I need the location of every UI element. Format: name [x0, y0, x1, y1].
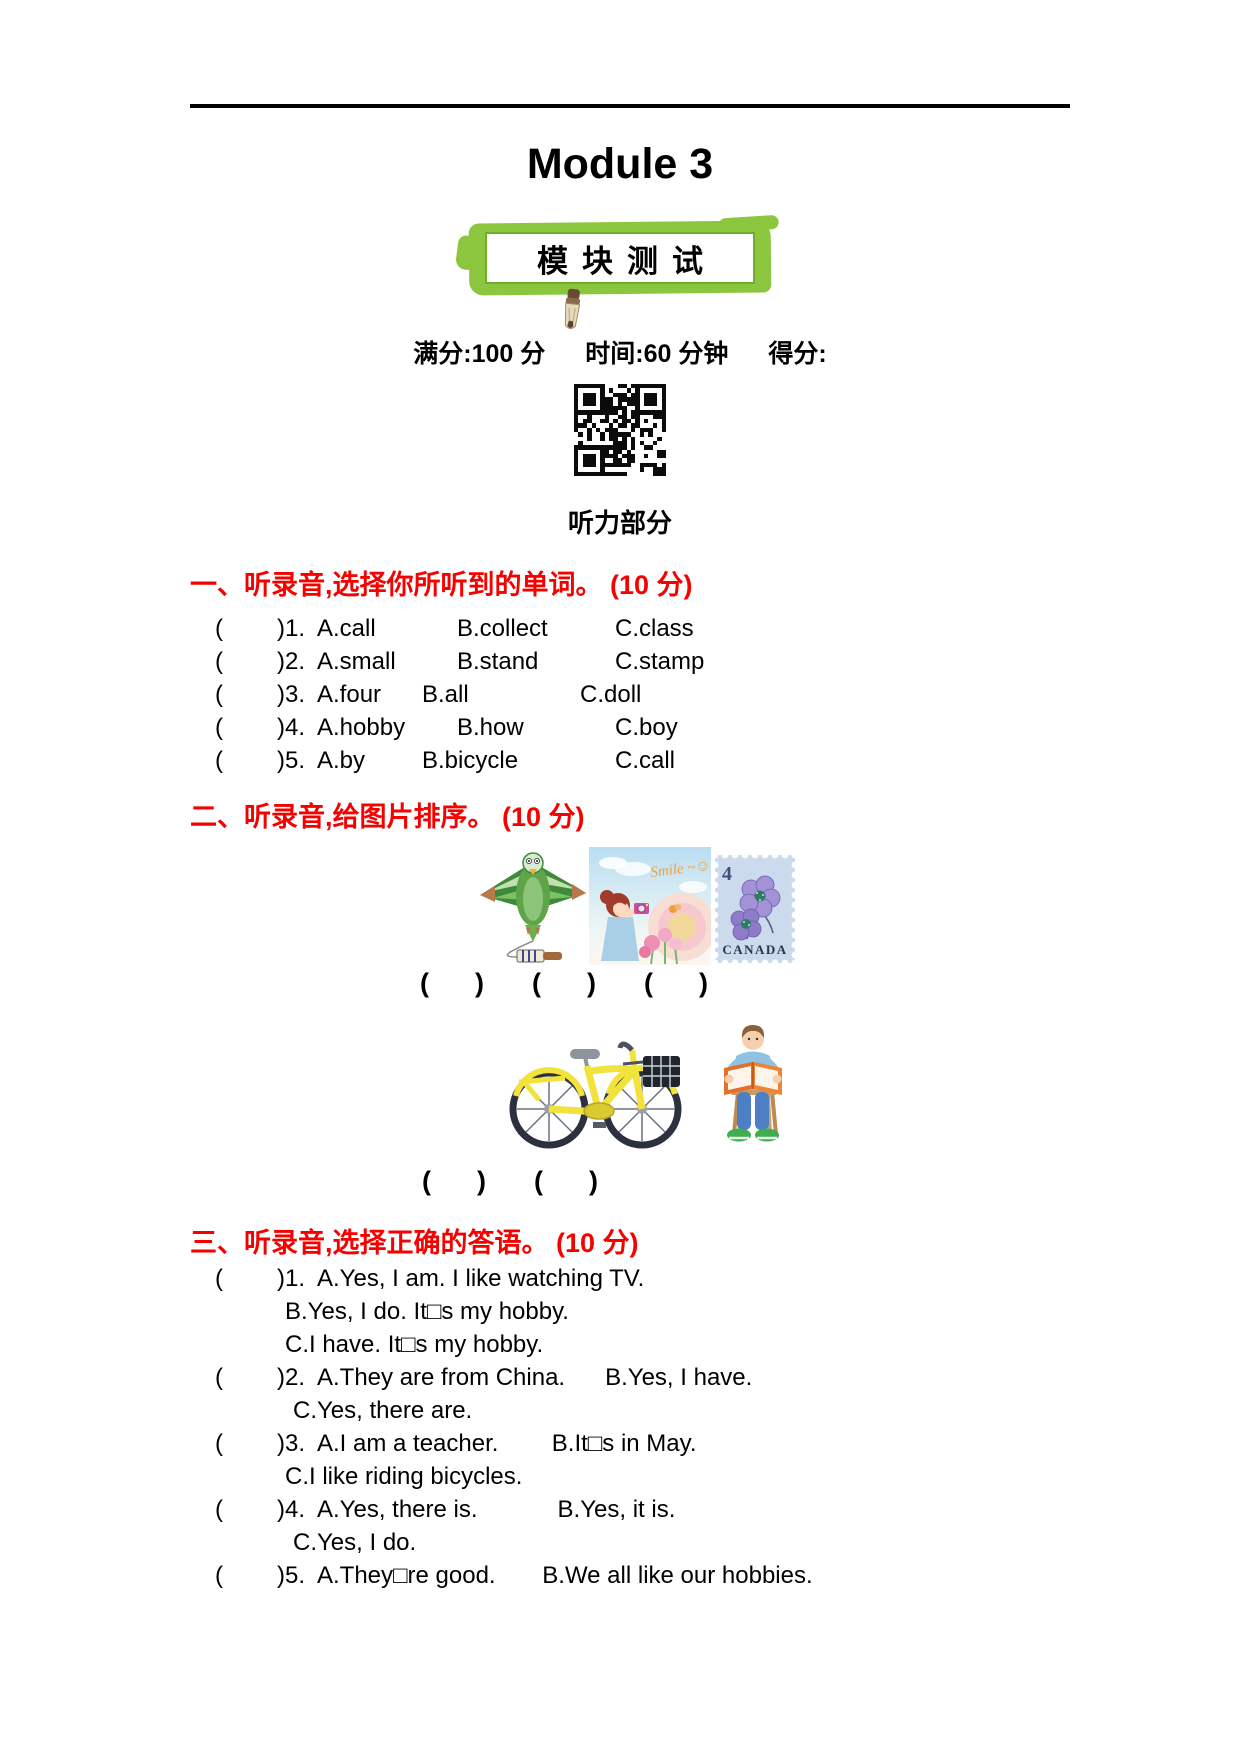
kite-image [480, 852, 586, 963]
answer-paren: () [644, 968, 708, 998]
question-continuation: C.I like riding bicycles. [285, 1463, 523, 1490]
svg-text:Smile ~☺: Smile ~☺ [650, 858, 711, 881]
answer-paren: ( [215, 615, 223, 642]
listening-section-title: 听力部分 [567, 508, 672, 538]
answer-paren: ( [215, 1430, 223, 1457]
answer-paren: ( [215, 747, 223, 774]
question-row: ()4.A.Yes, there is. B.Yes, it is. [215, 1493, 813, 1526]
answer-paren: ( [215, 681, 223, 708]
page-title: Module 3 [526, 140, 714, 188]
question-continuation: B.Yes, I do. It□s my hobby. [285, 1298, 569, 1325]
question-row: ()1.A.Yes, I am. I like watching TV. [215, 1262, 813, 1295]
answer-paren: () [532, 968, 596, 998]
svg-text:4: 4 [722, 863, 732, 885]
picture-row-1: Smile ~☺ [477, 845, 797, 965]
question-row: ()2.A.They are from China. B.Yes, I have… [215, 1361, 813, 1394]
section-3-heading: 三、听录音,选择正确的答语。 (10 分) [190, 1228, 639, 1258]
question-continuation: C.Yes, I do. [293, 1529, 417, 1556]
answer-blanks-row-1: () () () [420, 968, 708, 999]
section-3-items: ()1.A.Yes, I am. I like watching TV. B.Y… [215, 1262, 813, 1592]
full-score-label: 满分:100 分 [413, 340, 546, 368]
score-line: 满分:100 分 时间:60 分钟 得分: [0, 334, 1240, 370]
question-continuation: C.Yes, there are. [293, 1397, 473, 1424]
question-row: ()3.A.I am a teacher. B.It□s in May. [215, 1427, 813, 1460]
answer-paren: () [422, 1166, 486, 1196]
badge-label: 模块测试 [537, 243, 717, 279]
module-test-badge: 模块测试 [468, 218, 772, 296]
answer-paren: ( [215, 1562, 223, 1589]
canada-stamp-image: 4 CANADA [713, 853, 797, 965]
bicycle-image [509, 1041, 682, 1149]
section-1-heading: 一、听录音,选择你所听到的单词。 (10 分) [190, 570, 693, 600]
time-label: 时间:60 分钟 [585, 340, 729, 368]
paintbrush-icon [564, 288, 581, 329]
score-label: 得分: [768, 340, 827, 368]
answer-paren: ( [215, 1364, 223, 1391]
badge-inner-box: 模块测试 [485, 232, 755, 284]
answer-paren: () [420, 968, 484, 998]
question-row: ()5.A.They□re good. B.We all like our ho… [215, 1559, 813, 1592]
question-continuation: C.I have. It□s my hobby. [285, 1331, 544, 1358]
header-rule [190, 104, 1070, 108]
section-2-heading: 二、听录音,给图片排序。 (10 分) [190, 802, 585, 832]
girl-photo-image: Smile ~☺ [589, 847, 711, 965]
picture-row-2 [503, 1022, 788, 1150]
answer-blanks-row-2: () () [422, 1166, 598, 1197]
qr-code [574, 384, 666, 476]
answer-paren: ( [215, 648, 223, 675]
answer-paren: ( [215, 714, 223, 741]
answer-paren: ( [215, 1496, 223, 1523]
answer-paren: ( [215, 1265, 223, 1292]
answer-paren: () [534, 1166, 598, 1196]
svg-text:CANADA: CANADA [722, 942, 787, 957]
boy-reading-image [724, 1025, 782, 1142]
